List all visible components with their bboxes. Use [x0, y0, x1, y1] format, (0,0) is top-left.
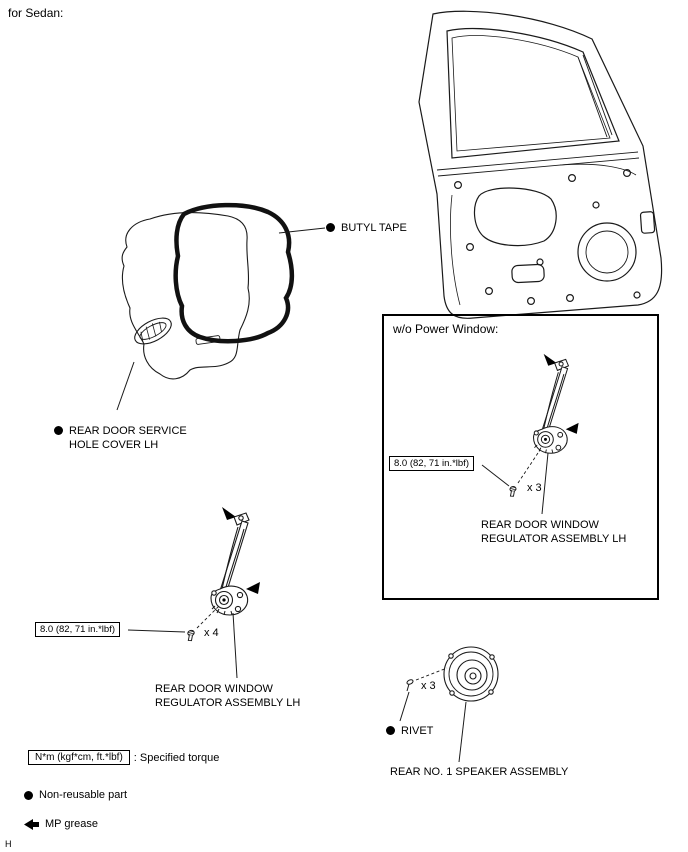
service-hole-cover-text: REAR DOOR SERVICE HOLE COVER LH: [69, 425, 187, 452]
wo-power-window-title: w/o Power Window:: [393, 322, 499, 336]
legend-torque: N*m (kgf*cm, ft.*lbf) : Specified torque: [28, 750, 219, 765]
non-reusable-bullet-icon: [24, 790, 33, 800]
legend-torque-symbol-box: N*m (kgf*cm, ft.*lbf): [28, 750, 130, 765]
rivet-icon: [406, 679, 414, 692]
torque-spec-box-main: 8.0 (82, 71 in.*lbf): [35, 622, 120, 638]
handle-cutout: [134, 317, 172, 345]
rivet-label: RIVET: [386, 724, 433, 738]
wo-power-window-box: w/o Power Window:: [382, 314, 659, 600]
mp-grease-arrow-icon: [24, 818, 39, 830]
bolt-icon-main: [185, 629, 197, 642]
regulator-label-main: REAR DOOR WINDOW REGULATOR ASSEMBLY LH: [155, 683, 301, 710]
regulator-label-wo-pw: REAR DOOR WINDOW REGULATOR ASSEMBLY LH: [481, 519, 627, 546]
page-mark: H: [5, 839, 12, 849]
torque-spec-box-wo-pw: 8.0 (82, 71 in.*lbf): [389, 456, 474, 472]
butyl-tape-text: BUTYL TAPE: [341, 222, 407, 234]
rear-door-illustration: [418, 10, 663, 319]
non-reusable-bullet-icon: [54, 426, 63, 435]
bolt-count-wo-pw: x 3: [527, 482, 542, 494]
service-hole-cover-label: REAR DOOR SERVICE HOLE COVER LH: [54, 424, 189, 453]
non-reusable-bullet-icon: [386, 726, 395, 735]
non-reusable-bullet-icon: [326, 223, 335, 232]
rivet-count: x 3: [421, 680, 436, 692]
legend-non-reusable: Non-reusable part: [24, 789, 127, 801]
legend-non-reusable-text: Non-reusable part: [39, 789, 128, 801]
rivet-text: RIVET: [401, 725, 434, 737]
window-regulator-illustration-main: [210, 506, 261, 616]
page-title: for Sedan:: [8, 6, 64, 20]
legend-mp-grease: MP grease: [24, 818, 98, 830]
legend-mp-grease-text: MP grease: [45, 818, 98, 830]
service-hole-cover-illustration: [121, 212, 250, 380]
bolt-count-main: x 4: [204, 627, 219, 639]
butyl-tape-label: BUTYL TAPE: [326, 221, 407, 235]
butyl-tape-outline: [173, 202, 295, 344]
speaker-illustration: [443, 646, 499, 702]
legend-torque-desc: : Specified torque: [133, 751, 220, 764]
leader-lines: [116, 227, 549, 763]
speaker-label: REAR NO. 1 SPEAKER ASSEMBLY: [390, 766, 569, 778]
